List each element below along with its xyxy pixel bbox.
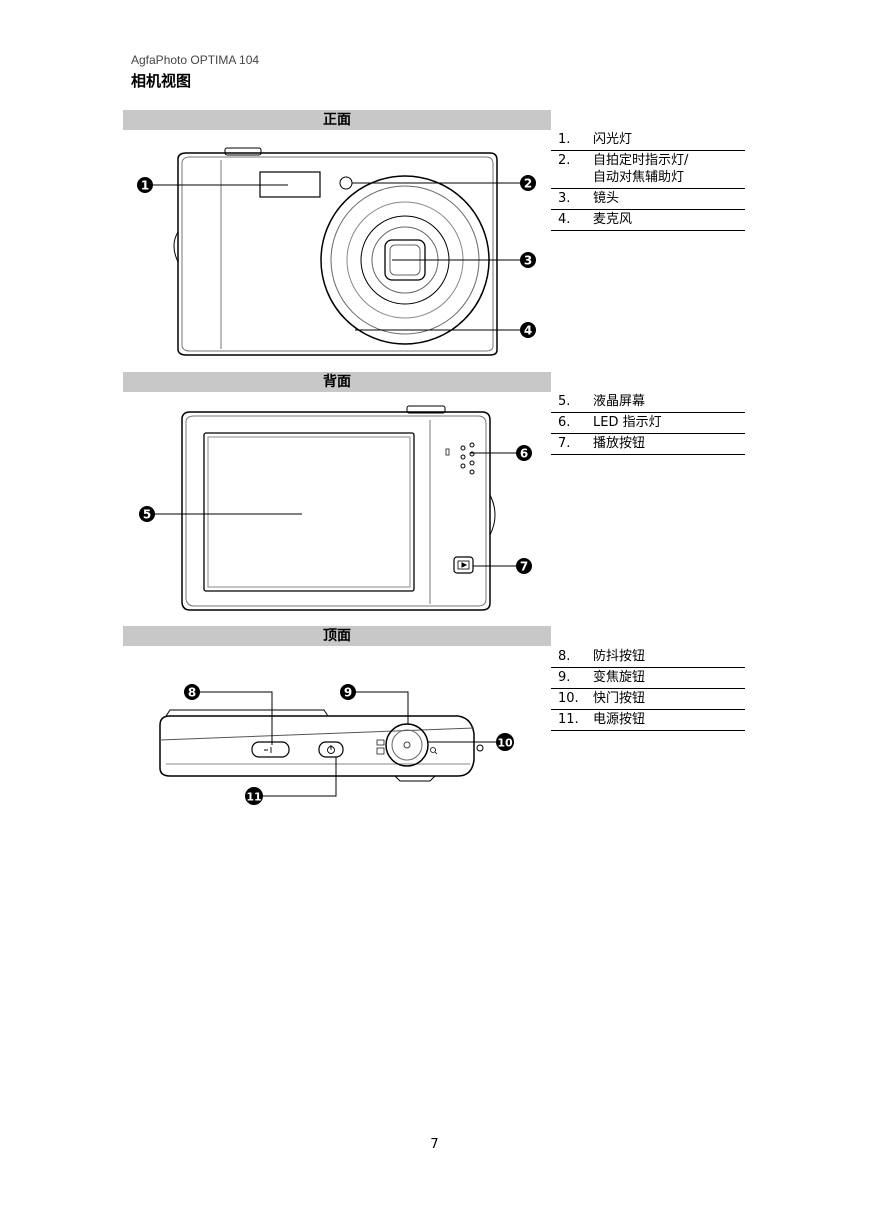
part-number: 4. [558,212,571,227]
part-label: 电源按钮 [593,712,646,727]
callout-number: 1 [141,179,149,193]
list-item: 2. 自拍定时指示灯/ 自动对焦辅助灯 [551,151,745,189]
part-label: 镜头 [593,191,620,206]
part-label: 播放按钮 [593,436,646,451]
callout-number: 7 [520,560,528,574]
parts-list-top: 8. 防抖按钮 9. 变焦旋钮 10. 快门按钮 11. 电源按钮 [551,647,745,731]
callout-number: 5 [143,508,151,522]
callout-number: 6 [520,447,528,461]
list-item: 4. 麦克风 [551,210,745,231]
part-number: 1. [558,132,571,147]
part-label: 麦克风 [593,212,633,227]
list-item: 11. 电源按钮 [551,710,745,731]
part-number: 8. [558,649,571,664]
list-item: 6. LED 指示灯 [551,413,745,434]
part-number: 2. [558,153,571,168]
part-number: 7. [558,436,571,451]
parts-list-front: 1. 闪光灯 2. 自拍定时指示灯/ 自动对焦辅助灯 3. 镜头 4. 麦克风 [551,130,745,231]
page-title: 相机视图 [131,72,192,90]
list-item: 10. 快门按钮 [551,689,745,710]
callout-badge-9 [340,684,356,700]
list-item: 3. 镜头 [551,189,745,210]
part-number: 6. [558,415,571,430]
callout-badge-8 [184,684,200,700]
callout-number: 2 [524,177,532,191]
callout-badge-6 [516,445,532,461]
camera-back-drawing [181,405,496,611]
list-item: 5. 液晶屏幕 [551,392,745,413]
part-number: 11. [558,712,579,727]
section-bar-back: 背面 [123,372,551,392]
callout-number: 11 [246,791,261,804]
callout-number: 4 [524,324,532,338]
callout-badge-4 [520,322,536,338]
callout-badge-5 [139,506,155,522]
part-label: 自拍定时指示灯/ 自动对焦辅助灯 [593,153,689,185]
callout-badges: 1 2 3 4 5 6 7 8 9 10 11 [137,175,536,805]
part-label: 液晶屏幕 [593,394,646,409]
part-label: 闪光灯 [593,132,633,147]
callout-badge-1 [137,177,153,193]
part-label: 防抖按钮 [593,649,646,664]
part-label: 快门按钮 [593,691,646,706]
part-number: 9. [558,670,571,685]
section-bar-top: 顶面 [123,626,551,646]
product-name: AgfaPhoto OPTIMA 104 [131,53,260,67]
callout-badge-3 [520,252,536,268]
callout-number: 9 [344,686,352,700]
part-number: 5. [558,394,571,409]
parts-list-back: 5. 液晶屏幕 6. LED 指示灯 7. 播放按钮 [551,392,745,455]
list-item: 1. 闪光灯 [551,130,745,151]
part-number: 3. [558,191,571,206]
part-label: LED 指示灯 [593,415,662,430]
part-label: 变焦旋钮 [593,670,646,685]
section-bar-front: 正面 [123,110,551,130]
list-item: 8. 防抖按钮 [551,647,745,668]
callout-badge-11 [245,787,263,805]
list-item: 7. 播放按钮 [551,434,745,455]
callout-number: 10 [497,737,513,750]
callout-badge-2 [520,175,536,191]
camera-front-drawing [173,147,498,356]
list-item: 9. 变焦旋钮 [551,668,745,689]
camera-top-drawing [159,709,484,782]
callout-badge-10 [496,733,514,751]
callout-number: 8 [188,686,196,700]
part-number: 10. [558,691,579,706]
page-number: 7 [430,1137,439,1152]
callout-number: 3 [524,254,532,268]
callout-badge-7 [516,558,532,574]
